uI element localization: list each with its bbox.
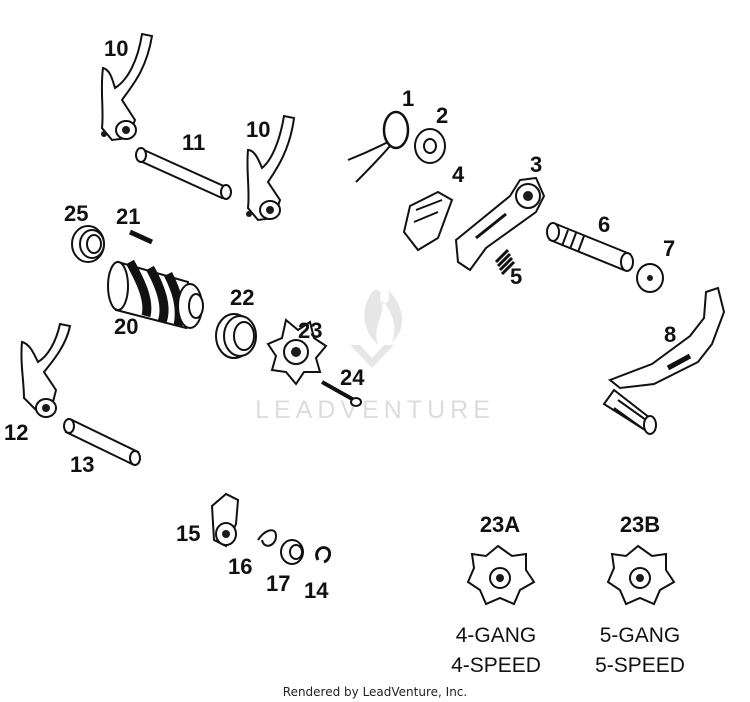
callout-5: 5 bbox=[510, 264, 522, 289]
variant-23b-line2: 5-SPEED bbox=[595, 654, 685, 677]
screw-24 bbox=[321, 380, 362, 407]
callout-22: 22 bbox=[230, 285, 254, 310]
washer-2 bbox=[414, 128, 446, 164]
variant-23b-line1: 5-GANG bbox=[600, 624, 681, 647]
variant-23a-label: 23A bbox=[480, 512, 520, 537]
callout-6: 6 bbox=[598, 212, 610, 237]
shift-fork-10-left bbox=[100, 32, 154, 142]
callout-21: 21 bbox=[116, 204, 140, 229]
bearing-25 bbox=[71, 225, 105, 263]
shift-fork-12 bbox=[20, 322, 72, 418]
callout-10-left: 10 bbox=[104, 36, 128, 61]
shift-star-23a bbox=[466, 544, 536, 606]
variant-23a-line2: 4-SPEED bbox=[451, 654, 541, 677]
spring-5 bbox=[494, 248, 516, 276]
shift-fork-10-right bbox=[246, 114, 296, 222]
callout-25: 25 bbox=[64, 201, 88, 226]
plate-4 bbox=[402, 190, 454, 252]
callout-13: 13 bbox=[70, 452, 94, 477]
bearing-22 bbox=[215, 313, 257, 359]
callout-14: 14 bbox=[304, 578, 329, 603]
shift-pedal-8 bbox=[602, 286, 726, 435]
variant-23b-label: 23B bbox=[620, 512, 660, 537]
callout-10-right: 10 bbox=[246, 117, 270, 142]
watermark-text: LEADVENTURE bbox=[255, 396, 495, 424]
watermark: LEADVENTURE bbox=[255, 289, 495, 424]
spring-1 bbox=[347, 110, 410, 183]
roller-17 bbox=[280, 539, 304, 565]
detent-arm-15 bbox=[210, 492, 240, 548]
variant-23a-line1: 4-GANG bbox=[456, 624, 537, 647]
callout-15: 15 bbox=[176, 521, 200, 546]
shift-rod-13 bbox=[63, 418, 141, 466]
shift-star-23b bbox=[606, 544, 676, 606]
callout-20: 20 bbox=[114, 314, 138, 339]
callout-1: 1 bbox=[402, 86, 414, 111]
shift-rod-11 bbox=[135, 147, 232, 200]
credit-text: Rendered by LeadVenture, Inc. bbox=[283, 685, 467, 699]
callout-16: 16 bbox=[228, 554, 252, 579]
callout-12: 12 bbox=[4, 420, 28, 445]
shift-star-23 bbox=[266, 318, 328, 386]
shaft-6 bbox=[546, 222, 634, 272]
callout-24: 24 bbox=[340, 365, 365, 390]
pin-21 bbox=[128, 229, 154, 245]
callout-8: 8 bbox=[664, 322, 676, 347]
spring-16 bbox=[257, 529, 278, 547]
callout-11: 11 bbox=[182, 130, 205, 155]
callout-2: 2 bbox=[436, 103, 448, 128]
callout-17: 17 bbox=[266, 571, 290, 596]
shift-drum-20 bbox=[107, 259, 204, 330]
callout-4: 4 bbox=[452, 162, 465, 187]
callout-7: 7 bbox=[663, 236, 675, 261]
circlip-14 bbox=[315, 546, 332, 564]
washer-7 bbox=[636, 263, 664, 293]
callout-23: 23 bbox=[298, 318, 322, 343]
callout-3: 3 bbox=[530, 152, 542, 177]
shift-lever-3 bbox=[454, 176, 546, 272]
